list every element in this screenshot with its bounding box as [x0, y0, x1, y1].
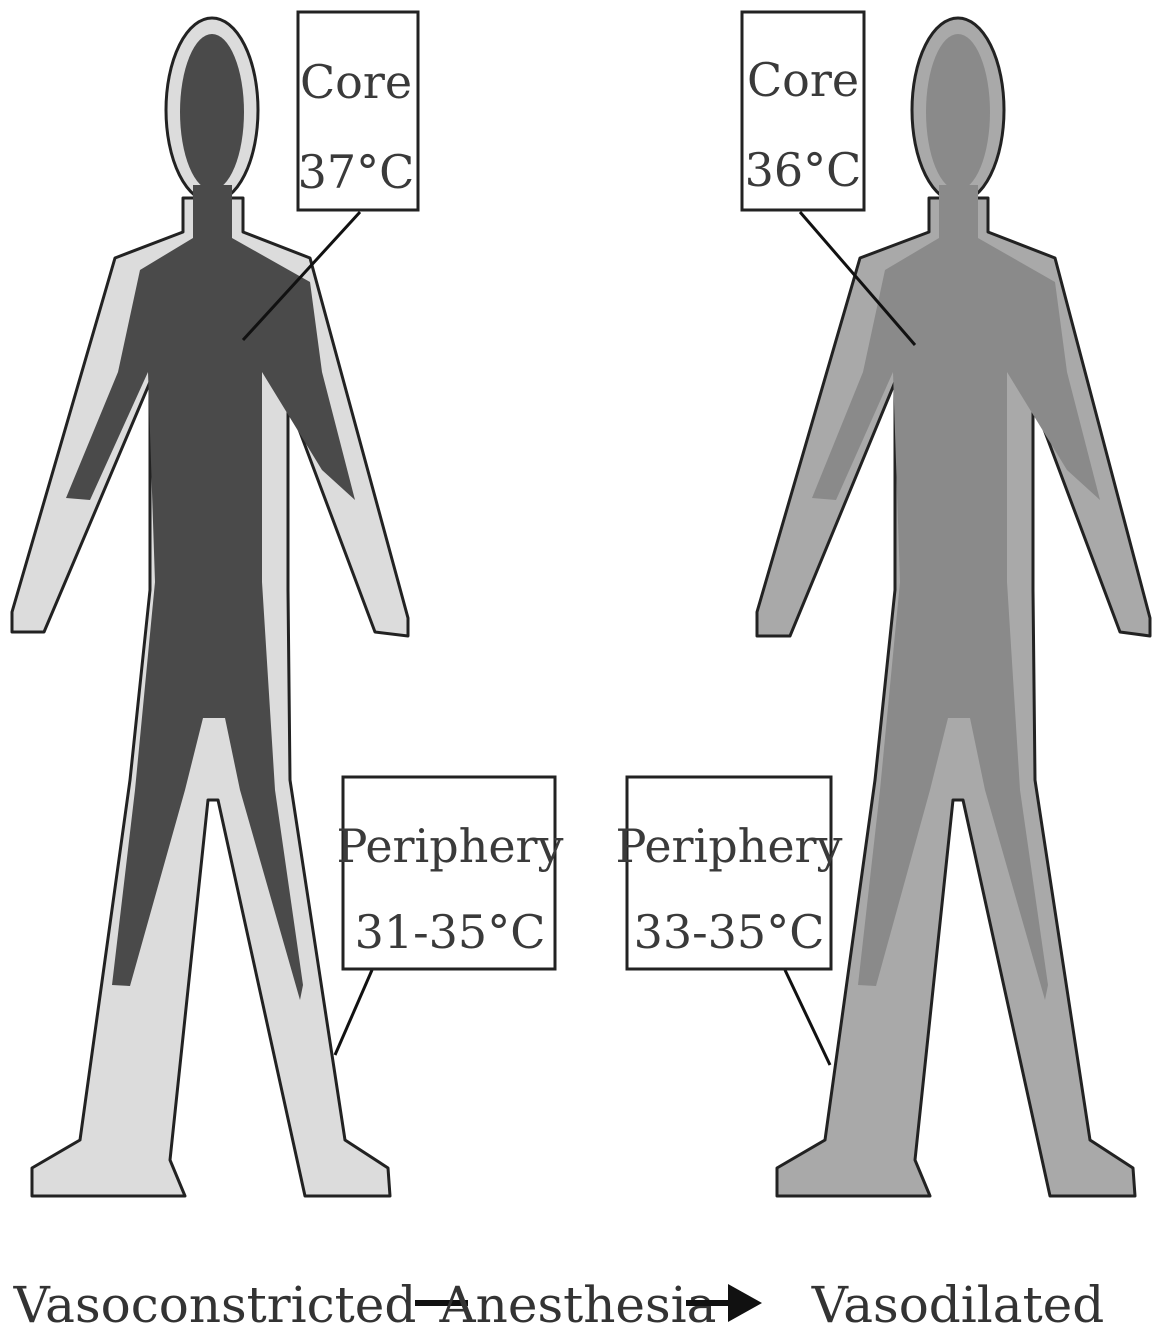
left-periphery-callout: Periphery 31-35°C: [335, 777, 564, 1055]
right-core-label: Core: [747, 53, 859, 107]
right-core-temp: 36°C: [745, 143, 862, 197]
left-core-label: Core: [300, 55, 412, 109]
right-periphery-callout: Periphery 33-35°C: [615, 777, 842, 1065]
left-caption: Vasoconstricted: [13, 1276, 417, 1334]
anesthesia-transition: Anesthesia: [415, 1276, 762, 1334]
left-periphery-leader-line: [335, 970, 372, 1055]
right-core-head: [926, 34, 990, 190]
left-periphery-label: Periphery: [336, 819, 563, 873]
right-periphery-leader-line: [785, 970, 830, 1065]
left-core-head: [180, 34, 244, 190]
transition-arrowhead: [728, 1284, 762, 1322]
left-core-temp: 37°C: [298, 145, 415, 199]
left-periphery-temp: 31-35°C: [355, 905, 546, 959]
right-caption: Vasodilated: [811, 1276, 1105, 1334]
transition-label: Anesthesia: [439, 1276, 717, 1334]
right-periphery-label: Periphery: [615, 819, 842, 873]
right-periphery-temp: 33-35°C: [634, 905, 825, 959]
